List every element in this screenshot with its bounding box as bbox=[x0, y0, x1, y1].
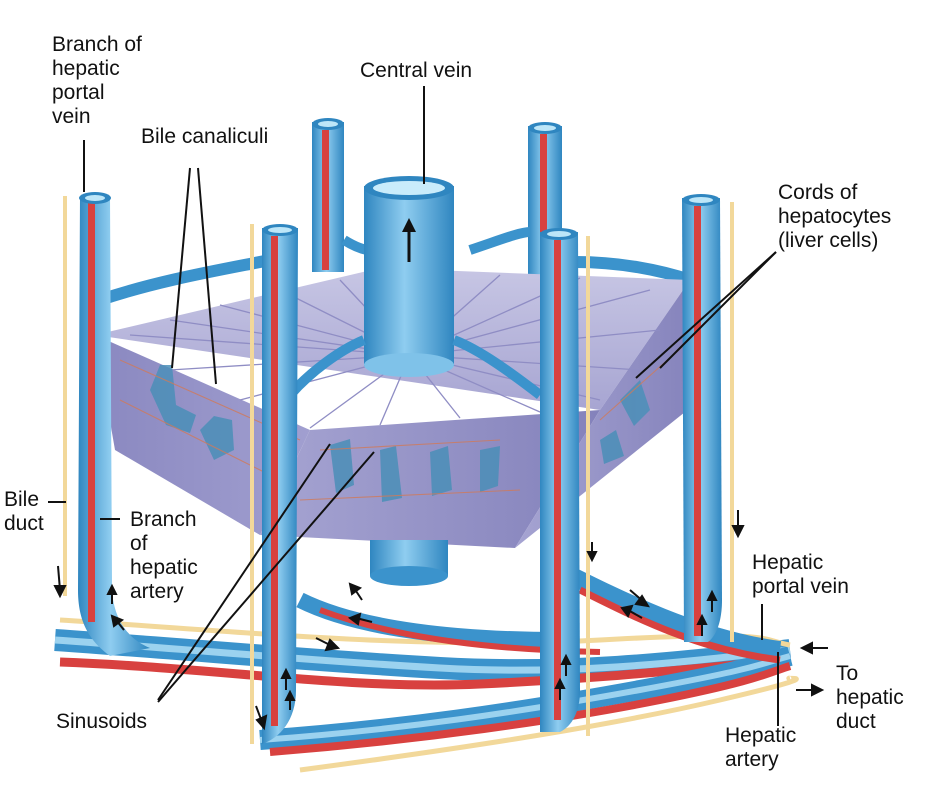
leader-cords-b bbox=[659, 251, 777, 369]
central-vein bbox=[286, 176, 544, 586]
leader-bile-canaliculi-b bbox=[197, 167, 217, 385]
label-hepatic-portal-vein: Hepatic portal vein bbox=[752, 551, 849, 598]
label-branch-of-hepatic-portal-vein: Branch of hepatic portal vein bbox=[52, 33, 142, 128]
label-sinusoids: Sinusoids bbox=[56, 710, 148, 733]
flow-arrows bbox=[53, 510, 828, 731]
label-to-hepatic-duct: To hepatic duct bbox=[836, 662, 904, 733]
leader-bile-canaliculi-a bbox=[171, 167, 191, 369]
label-bile-duct: Bile duct bbox=[4, 488, 44, 535]
label-leader-lines bbox=[48, 86, 779, 726]
label-cords-of-hepatocytes: Cords of hepatocytes (liver cells) bbox=[778, 181, 892, 252]
label-hepatic-artery: Hepatic artery bbox=[725, 724, 797, 771]
leader-sinusoids-a bbox=[157, 443, 331, 701]
leader-cords bbox=[635, 251, 777, 379]
label-central-vein: Central vein bbox=[360, 59, 473, 82]
leader-sinusoids-b bbox=[157, 451, 375, 703]
label-bile-canaliculi: Bile canaliculi bbox=[141, 125, 269, 148]
label-branch-of-hepatic-artery: Branch of hepatic artery bbox=[130, 508, 198, 603]
bottom-vessel-network bbox=[54, 561, 799, 773]
